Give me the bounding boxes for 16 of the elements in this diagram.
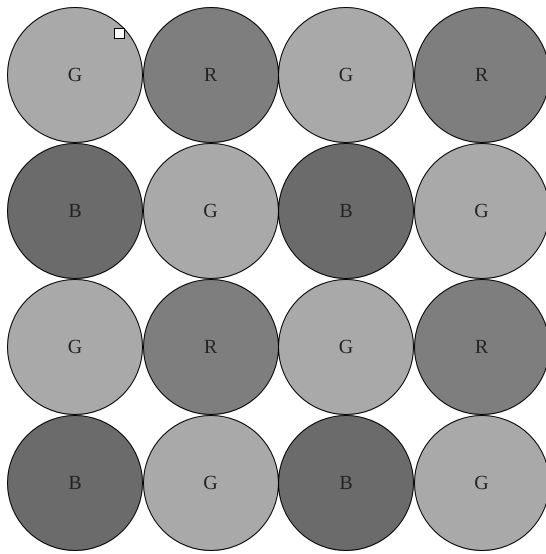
circle-letter: R [204,64,218,86]
circle-letter: R [474,64,488,86]
circle-letter: B [339,472,353,494]
circle-letter: G [338,336,354,358]
circle-letter: R [204,336,218,358]
circle-letter: G [474,200,489,222]
circle-letter: B [339,200,353,222]
circle-letter: G [338,64,354,86]
circle-letter: R [474,336,488,358]
circle-letter: G [68,336,82,358]
circle-letter: G [203,472,218,494]
circle-letter: B [68,200,82,222]
circle-letter: B [68,472,82,494]
circle-letter: G [474,472,489,494]
circle-letter: G [203,200,218,222]
circle-letter: G [68,64,82,86]
